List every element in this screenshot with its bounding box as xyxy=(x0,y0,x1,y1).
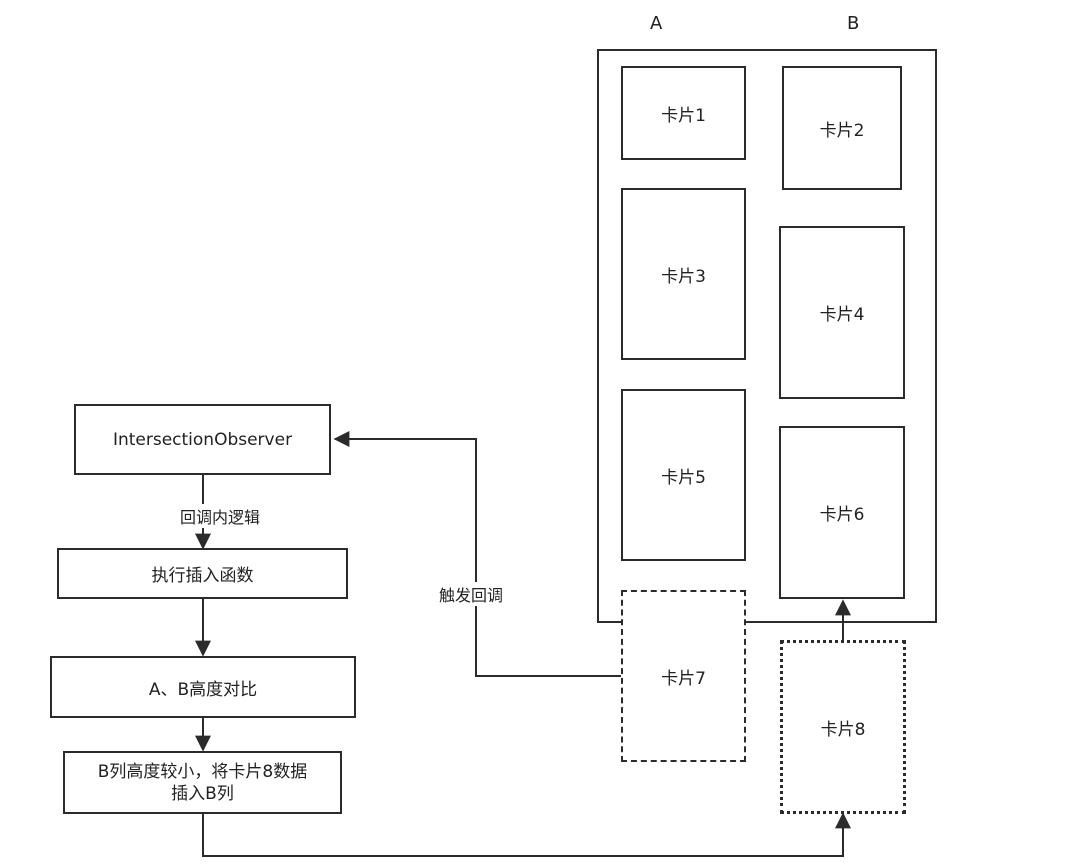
card-2: 卡片2 xyxy=(782,66,902,190)
trigger-callback-label: 触发回调 xyxy=(439,582,504,606)
card-3: 卡片3 xyxy=(621,188,746,360)
exec-insert-box: 执行插入函数 xyxy=(57,548,348,599)
trigger-callback-arrow xyxy=(333,431,621,677)
column-b-label: B xyxy=(847,13,860,34)
card-7-label: 卡片7 xyxy=(661,668,706,689)
card-4-label: 卡片4 xyxy=(819,305,865,325)
column-a-label: A xyxy=(650,13,663,34)
card-7: 卡片7 xyxy=(621,590,746,762)
card-3-label: 卡片3 xyxy=(661,266,706,287)
intersection-observer-box: IntersectionObserver xyxy=(74,404,331,475)
height-compare-box: A、B高度对比 xyxy=(50,656,356,718)
card-4: 卡片4 xyxy=(779,226,905,399)
card-2-label: 卡片2 xyxy=(819,120,865,141)
result-box: B列高度较小，将卡片8数据 插入B列 xyxy=(63,751,342,814)
exec-insert-label: 执行插入函数 xyxy=(151,566,254,586)
result-line-1: B列高度较小，将卡片8数据 xyxy=(97,761,308,782)
intersection-observer-label: IntersectionObserver xyxy=(112,429,293,450)
card-1-label: 卡片1 xyxy=(661,105,706,126)
card-5: 卡片5 xyxy=(621,389,746,561)
card-8-label: 卡片8 xyxy=(820,719,866,740)
callback-logic-label: 回调内逻辑 xyxy=(178,504,263,528)
result-line-2: 插入B列 xyxy=(171,783,234,804)
result-to-card8-arrow xyxy=(202,812,851,857)
masonry-container-outline xyxy=(597,49,937,623)
card-6-label: 卡片6 xyxy=(819,505,865,525)
height-compare-label: A、B高度对比 xyxy=(148,679,258,700)
card-6: 卡片6 xyxy=(779,426,905,599)
card-5-label: 卡片5 xyxy=(661,467,706,488)
card-8: 卡片8 xyxy=(780,640,906,814)
card-1: 卡片1 xyxy=(621,66,746,160)
